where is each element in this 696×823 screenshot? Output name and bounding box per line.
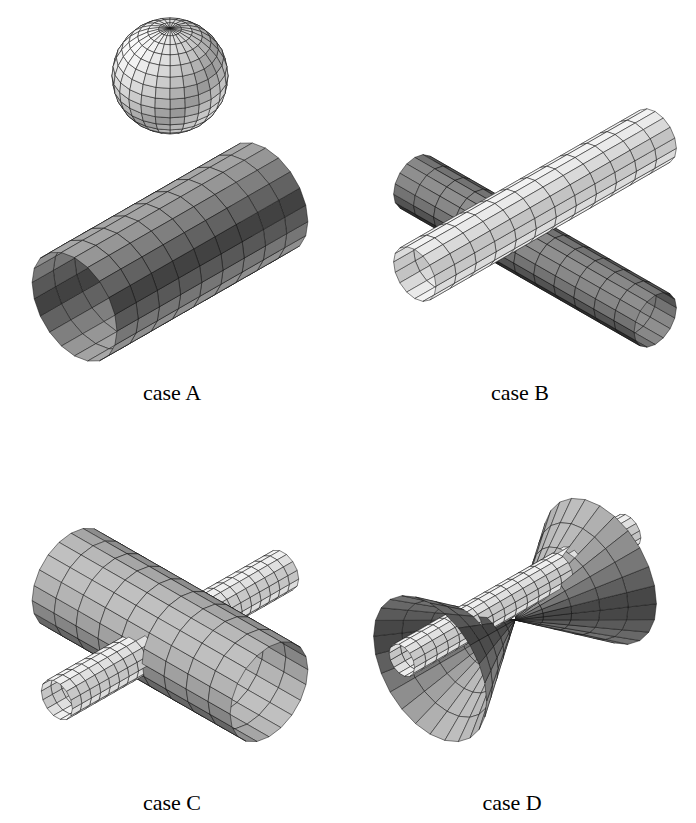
case-label: case A — [143, 380, 201, 406]
mesh-facet — [530, 196, 555, 218]
mesh-facet — [535, 254, 560, 276]
mesh-facet — [170, 28, 176, 35]
mesh-facet — [170, 28, 178, 35]
mesh-facet — [162, 44, 170, 55]
mesh-facet — [430, 254, 455, 276]
mesh-facet — [159, 26, 170, 28]
mesh-facet — [416, 597, 448, 607]
mesh-facet — [650, 127, 675, 149]
case-label: case B — [491, 380, 549, 406]
mesh-facet — [596, 288, 621, 310]
mesh-facet — [510, 208, 535, 230]
mesh-facet — [156, 76, 170, 88]
mesh-facet — [470, 231, 495, 253]
mesh-facet — [170, 26, 181, 28]
mesh-facet — [170, 76, 184, 88]
mesh-facet — [158, 65, 171, 77]
mesh-facet — [450, 242, 475, 264]
case-label: case D — [482, 790, 541, 816]
mesh-facet — [170, 44, 178, 55]
case-label: case C — [143, 790, 201, 816]
mesh-facet — [542, 620, 571, 625]
mesh-facet — [170, 28, 173, 35]
surface-model — [32, 529, 308, 742]
mesh-facet — [170, 54, 181, 66]
mesh-facet — [100, 269, 131, 298]
mesh-facet — [155, 117, 170, 125]
mesh-facet — [470, 640, 486, 664]
mesh-facet — [556, 265, 581, 287]
mesh-facet — [170, 65, 183, 77]
mesh-facet — [167, 28, 170, 35]
mesh-facet — [155, 108, 170, 118]
mesh-facet — [170, 108, 185, 118]
surface-model — [32, 18, 308, 361]
mesh-facet — [146, 63, 160, 76]
mesh-facet — [395, 173, 420, 195]
mesh-facet — [616, 300, 641, 322]
mesh-facet — [170, 117, 185, 125]
mesh-facet — [590, 162, 615, 184]
mesh-facet — [622, 620, 654, 633]
mesh-facet — [159, 54, 170, 66]
mesh-facet — [374, 620, 404, 636]
mesh-facet — [155, 87, 170, 99]
mesh-facet — [170, 36, 176, 45]
mesh-facet — [155, 98, 170, 109]
mesh-facet — [67, 686, 81, 700]
mesh-facet — [630, 139, 655, 161]
mesh-facet — [216, 656, 247, 684]
mesh-facet — [162, 28, 170, 35]
mesh-facet — [576, 277, 601, 299]
mesh-facet — [595, 620, 626, 630]
mesh-facet — [430, 603, 459, 615]
mesh-facet — [164, 28, 170, 35]
mesh-facet — [164, 36, 170, 45]
mesh-facet — [569, 620, 599, 628]
mesh-facet — [470, 708, 486, 738]
mesh-facet — [570, 173, 595, 195]
mesh-facet — [550, 185, 575, 207]
mesh-facet — [445, 614, 470, 628]
mesh-facet — [610, 150, 635, 172]
mesh-facet — [170, 98, 185, 109]
mesh-facet — [415, 185, 440, 207]
mesh-facet — [515, 620, 543, 623]
mesh-facet — [565, 577, 595, 599]
mesh-facet — [181, 63, 195, 76]
mesh-facet — [170, 87, 185, 99]
mesh-facet — [410, 647, 425, 661]
mesh-facet — [490, 219, 515, 241]
mesh-facet — [435, 196, 460, 218]
mesh-facet — [590, 562, 622, 588]
surface-model — [374, 498, 657, 741]
surface-model — [394, 109, 677, 347]
